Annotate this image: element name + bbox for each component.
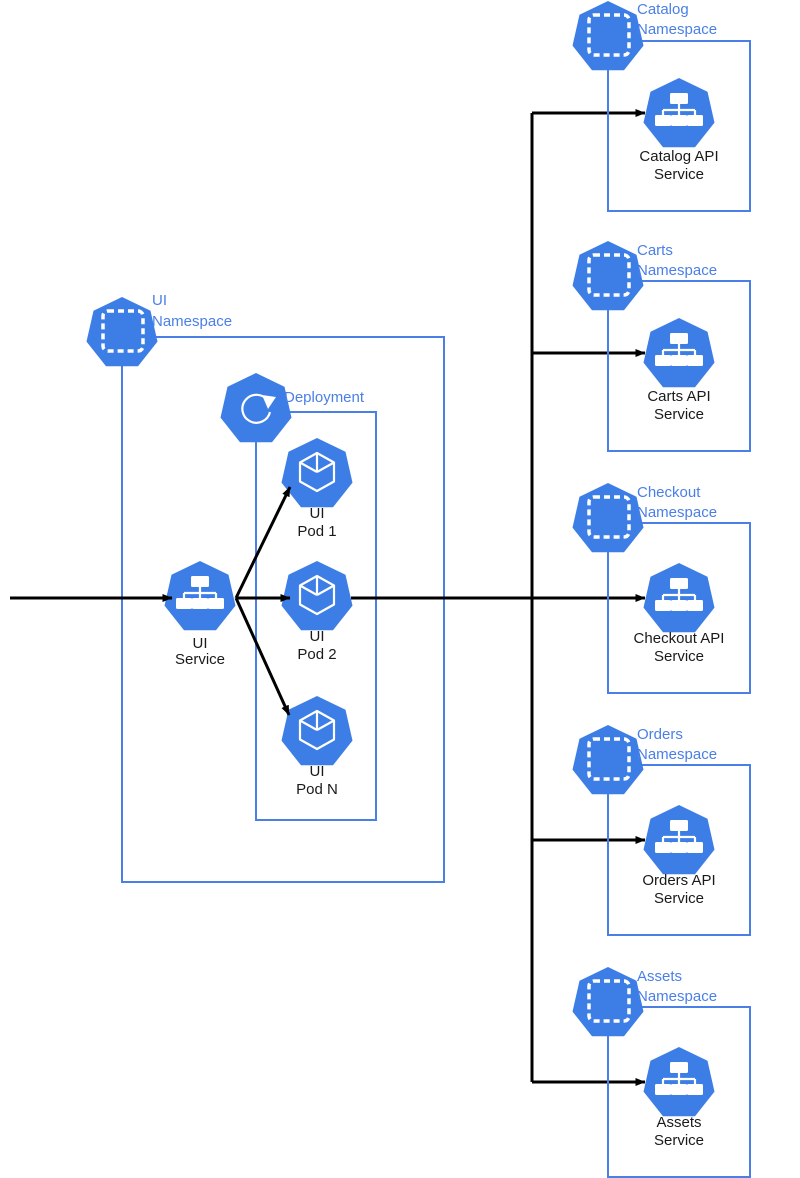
- carts-namespace-label-line1: Carts: [637, 242, 673, 259]
- carts-api-service-label-line2: Service: [654, 406, 704, 423]
- orders-namespace-box[interactable]: [607, 764, 751, 936]
- deployment-label: Deployment: [284, 389, 365, 406]
- namespace-icon: [572, 725, 644, 795]
- catalog-api-service-label-line1: Catalog API: [639, 148, 718, 165]
- ui-pod-1-label-line1: UI: [310, 505, 325, 522]
- service-to-pod-1-arrow: [234, 486, 292, 599]
- ui-pod-1-label-line2: Pod 1: [297, 523, 336, 540]
- carts-namespace-box[interactable]: [607, 280, 751, 452]
- assets-namespace-box[interactable]: [607, 1006, 751, 1178]
- ui-pod-2-label-line1: UI: [310, 628, 325, 645]
- catalog-api-service-label-line2: Service: [654, 166, 704, 183]
- ui-pod-n-label-line1: UI: [310, 763, 325, 780]
- catalog-namespace-label-line1: Catalog: [637, 1, 689, 18]
- checkout-namespace-label-line2: Namespace: [637, 504, 717, 521]
- carts-namespace-group[interactable]: Carts Namespace Carts API Service: [572, 241, 751, 452]
- orders-namespace-label-line1: Orders: [637, 726, 683, 743]
- carts-namespace-label-line2: Namespace: [637, 262, 717, 279]
- namespace-icon: [572, 483, 644, 553]
- catalog-api-service-icon[interactable]: [643, 78, 715, 148]
- ui-pod-1-icon[interactable]: [281, 438, 353, 508]
- checkout-api-service-label-line2: Service: [654, 648, 704, 665]
- ui-namespace-group[interactable]: UI Namespace Deployment UI: [86, 292, 445, 883]
- ui-pod-n-label-line2: Pod N: [296, 781, 338, 798]
- carts-api-service-label-line1: Carts API: [647, 388, 710, 405]
- catalog-namespace-group[interactable]: Catalog Namespace Catalog API Service: [572, 1, 751, 212]
- ui-namespace-label-line2: Namespace: [152, 313, 232, 330]
- ui-service-label-line1: UI: [193, 635, 208, 652]
- assets-namespace-label-line1: Assets: [637, 968, 682, 985]
- assets-service-label-line2: Service: [654, 1132, 704, 1149]
- ui-pod-2-icon[interactable]: [281, 561, 353, 631]
- checkout-namespace-group[interactable]: Checkout Namespace Checkout API Service: [572, 483, 751, 694]
- assets-namespace-group[interactable]: Assets Namespace Assets Service: [572, 967, 751, 1178]
- orders-api-service-label-line2: Service: [654, 890, 704, 907]
- orders-api-service-label-line1: Orders API: [642, 872, 715, 889]
- ui-namespace-box[interactable]: [121, 336, 445, 883]
- assets-service-icon[interactable]: [643, 1047, 715, 1117]
- deployment-box[interactable]: [255, 411, 377, 821]
- orders-namespace-label-line2: Namespace: [637, 746, 717, 763]
- catalog-namespace-box[interactable]: [607, 40, 751, 212]
- flow-connections: [10, 109, 646, 1086]
- ui-namespace-label-line1: UI: [152, 292, 167, 309]
- assets-service-label-line1: Assets: [656, 1114, 701, 1131]
- orders-namespace-group[interactable]: Orders Namespace Orders API Service: [572, 725, 751, 936]
- namespace-icon: [572, 1, 644, 71]
- ui-pod-n-icon[interactable]: [281, 696, 353, 766]
- carts-api-service-icon[interactable]: [643, 318, 715, 388]
- checkout-namespace-label-line1: Checkout: [637, 484, 701, 501]
- checkout-namespace-box[interactable]: [607, 522, 751, 694]
- ui-pod-2-label-line2: Pod 2: [297, 646, 336, 663]
- deployment-icon: [220, 373, 292, 443]
- checkout-api-service-label-line1: Checkout API: [634, 630, 725, 647]
- namespace-icon: [572, 241, 644, 311]
- checkout-api-service-icon[interactable]: [643, 563, 715, 633]
- orders-api-service-icon[interactable]: [643, 805, 715, 875]
- ui-service-icon[interactable]: [164, 561, 236, 631]
- catalog-namespace-label-line2: Namespace: [637, 21, 717, 38]
- namespace-icon: [86, 297, 158, 367]
- assets-namespace-label-line2: Namespace: [637, 988, 717, 1005]
- namespace-icon: [572, 967, 644, 1037]
- service-to-pod-n-arrow: [234, 597, 291, 716]
- ui-service-label-line2: Service: [175, 651, 225, 668]
